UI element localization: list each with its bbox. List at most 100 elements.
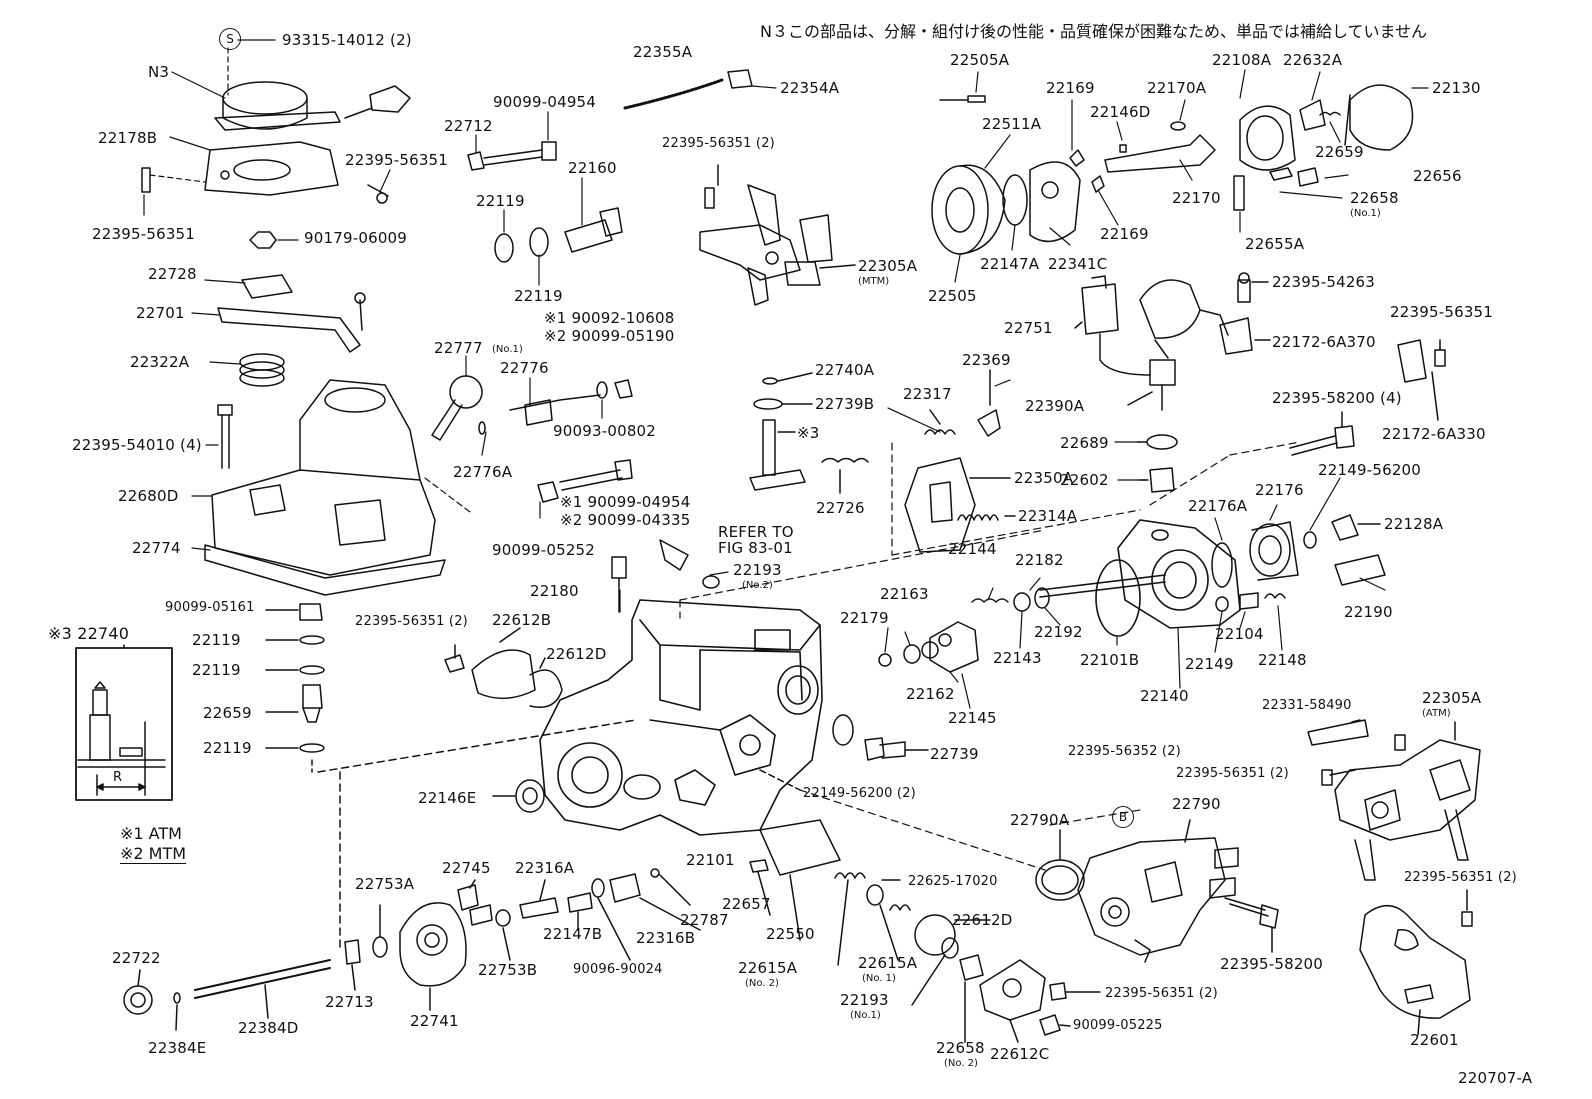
part-label: 22713: [325, 993, 374, 1011]
part-label: 22657: [722, 895, 771, 913]
part-label: 22740A: [815, 361, 875, 379]
part-label: 22193: [733, 561, 782, 579]
part-label: 22511A: [982, 115, 1042, 133]
part-label: 22316B: [636, 929, 696, 947]
part-label: 22390A: [1025, 397, 1085, 415]
part-label: 22395-56351 (2): [1404, 870, 1517, 885]
part-label: 22317: [903, 385, 952, 403]
part-label: 90099-05225: [1073, 1018, 1163, 1033]
part-label: 22314A: [1018, 507, 1078, 525]
part-label: 22119: [192, 661, 241, 679]
left-washers: [265, 603, 637, 951]
part-label: 22612D: [546, 645, 607, 663]
part-label: 22658: [1350, 189, 1399, 207]
part-label: 22162: [906, 685, 955, 703]
part-label: 22395-56351: [92, 225, 196, 243]
right-brackets: [1219, 272, 1446, 421]
part-label: 22169: [1100, 225, 1149, 243]
part-label: 22395-58200 (4): [1272, 389, 1402, 407]
part-label: 22712: [444, 117, 493, 135]
part-label: 90179-06009: [304, 229, 408, 247]
part-label: 22776A: [453, 463, 513, 481]
inset-dim-label: R: [113, 770, 123, 785]
part-sublabel: (No.1): [1350, 208, 1381, 219]
main-pump-body: [539, 599, 823, 836]
part-label: 22680D: [118, 487, 179, 505]
part-label: 22182: [1015, 551, 1064, 569]
part-label: 22751: [1004, 319, 1053, 337]
drive-shaft-parts: [931, 84, 1414, 255]
part-label: 22612B: [492, 611, 552, 629]
inset-title: ※3 22740: [48, 624, 130, 643]
distributor-22790: [1077, 819, 1279, 963]
part-label: 22316A: [515, 859, 575, 877]
s-marker: S: [219, 28, 241, 50]
plate-22350a: [904, 457, 1016, 553]
part-label: 22119: [192, 631, 241, 649]
part-label: 22119: [514, 287, 563, 305]
part-label: 22395-56351 (2): [1105, 986, 1218, 1001]
gear-assembly: [123, 868, 1019, 1043]
part-label: ※2 90099-05190: [544, 327, 675, 345]
body-right-parts: [492, 714, 929, 813]
part-label: N3: [148, 63, 170, 81]
part-label: 22146D: [1090, 103, 1151, 121]
part-label: 22305A: [858, 257, 918, 275]
part-label: ※1 90092-10608: [544, 309, 675, 327]
part-label: 22787: [680, 911, 729, 929]
part-label: 22395-56352 (2): [1068, 744, 1181, 759]
part-label: 22190: [1344, 603, 1393, 621]
part-label: 22145: [948, 709, 997, 727]
part-label: 22728: [148, 265, 197, 283]
part-label: 22722: [112, 949, 161, 967]
part-label: ※2 90099-04335: [560, 511, 691, 529]
part-sublabel: (No.1): [492, 344, 523, 355]
part-label: 22726: [816, 499, 865, 517]
sensor-22751: [1074, 275, 1229, 493]
part-label: 22176A: [1188, 497, 1248, 515]
part-label: 90099-05161: [165, 600, 255, 615]
part-sublabel: (No. 2): [745, 978, 779, 989]
part-label: 22172-6A370: [1272, 333, 1376, 351]
leader-lines-left: [143, 39, 471, 551]
part-sublabel: (No. 1): [862, 973, 896, 984]
part-label: 22176: [1255, 481, 1304, 499]
bracket-22305a-atm: [1307, 719, 1481, 881]
bottom-center-parts: [749, 819, 1101, 1036]
part-label: 22101B: [1080, 651, 1140, 669]
part-label: 22172-6A330: [1382, 425, 1486, 443]
part-label: 22305A: [1422, 689, 1482, 707]
part-label: 22149-56200: [1318, 461, 1422, 479]
refer-text-1: REFER TO: [718, 523, 794, 541]
part-label: 22395-56351 (2): [662, 136, 775, 151]
part-label: 22774: [132, 539, 181, 557]
bracket-22305a-mtm: [699, 164, 856, 306]
part-label: 22753B: [478, 961, 538, 979]
part-label: 22745: [442, 859, 491, 877]
part-label: 22140: [1140, 687, 1189, 705]
part-label: 22395-56351: [1390, 303, 1494, 321]
part-label: 22625-17020: [908, 874, 998, 889]
cover-22612b: [444, 627, 563, 708]
part-sublabel: (MTM): [858, 276, 890, 287]
part-label: 22146E: [418, 789, 477, 807]
part-label: 22384D: [238, 1019, 299, 1037]
part-label: 22108A: [1212, 51, 1272, 69]
part-label: 22322A: [130, 353, 190, 371]
figure-code: 220707-A: [1458, 1069, 1533, 1087]
leader-lines-right-upper: [954, 69, 1429, 283]
part-label: 22659: [203, 704, 252, 722]
part-label: 22395-58200: [1220, 955, 1324, 973]
part-label: 22601: [1410, 1031, 1459, 1049]
part-label: 90096-90024: [573, 962, 663, 977]
part-label: 22170A: [1147, 79, 1207, 97]
part-label: 22790: [1172, 795, 1221, 813]
legend-atm: ※1 ATM: [120, 824, 182, 843]
header-note: N３この部品は、分解・組付け後の性能・品質確保が困難なため、単品では補給していま…: [760, 22, 1428, 41]
leader-lines-mid: [465, 85, 777, 613]
b-marker: B: [1112, 806, 1134, 828]
part-label: 22350A: [1014, 469, 1074, 487]
part-label: 22505: [928, 287, 977, 305]
part-label: 22395-56351: [345, 151, 449, 169]
